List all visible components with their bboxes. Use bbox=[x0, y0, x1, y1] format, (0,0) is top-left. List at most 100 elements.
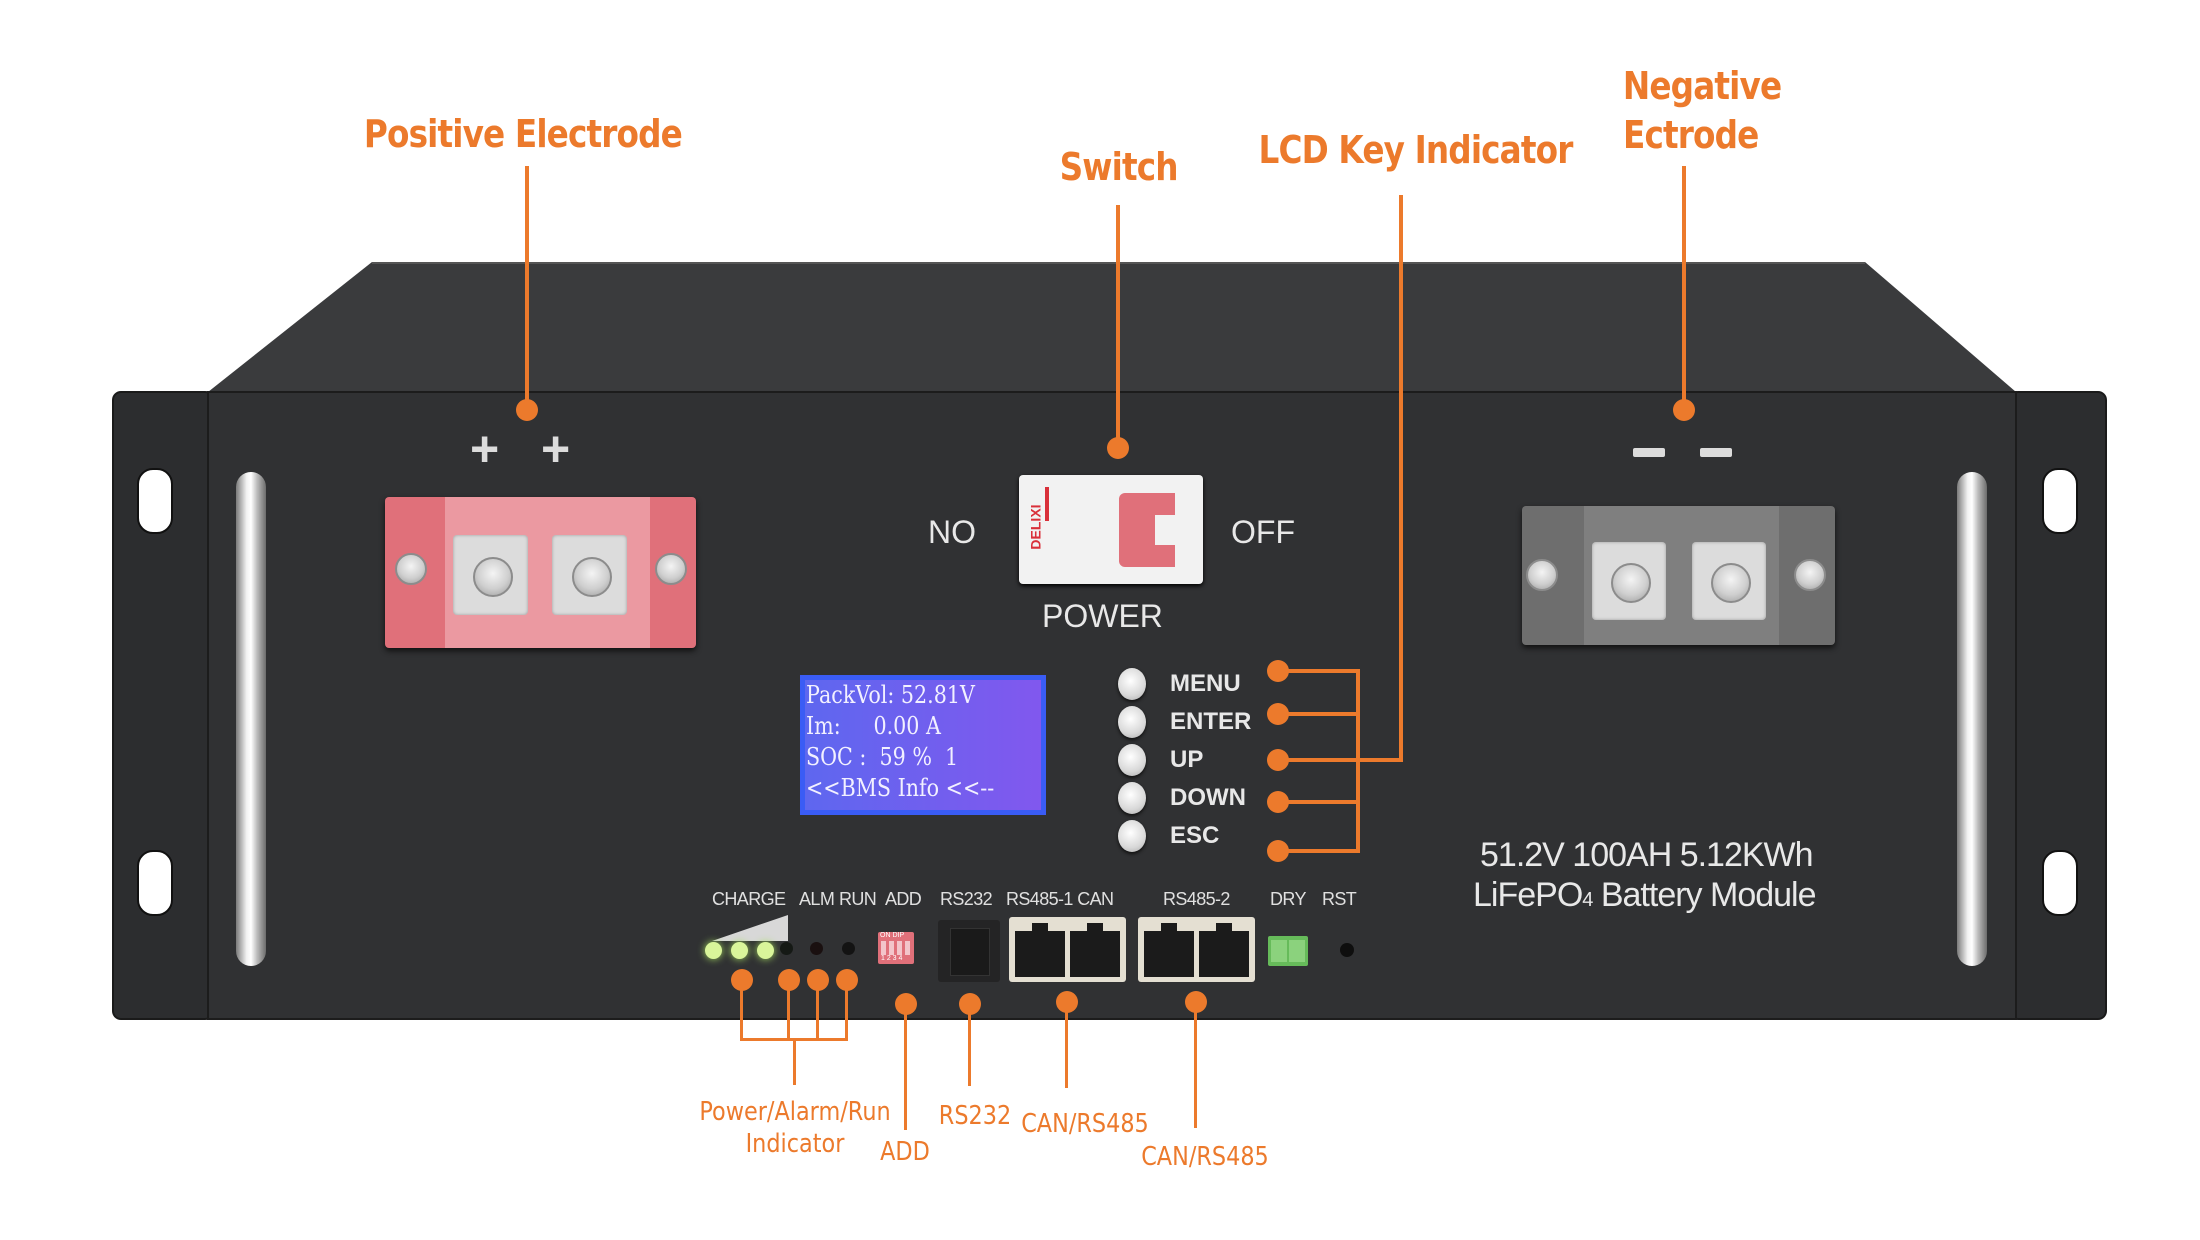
spec-module: Battery Module bbox=[1592, 876, 1817, 914]
positive-terminal[interactable] bbox=[385, 497, 696, 648]
bolt-icon bbox=[572, 557, 612, 597]
callout-line bbox=[1278, 712, 1360, 716]
callout-dot bbox=[1267, 791, 1289, 813]
callout-negative-line1: Negative bbox=[1622, 64, 1782, 108]
rj45-port-icon[interactable] bbox=[1199, 923, 1249, 977]
rs232-port[interactable] bbox=[938, 920, 1000, 982]
charge-led bbox=[705, 942, 722, 959]
mount-slot-icon bbox=[137, 850, 173, 916]
negative-terminal[interactable] bbox=[1522, 506, 1835, 645]
callout-dot bbox=[1267, 840, 1289, 862]
callout-line bbox=[1278, 800, 1360, 804]
bolt-icon bbox=[395, 553, 427, 585]
callout-line bbox=[1278, 758, 1360, 762]
bolt-icon bbox=[1611, 563, 1651, 603]
esc-key[interactable] bbox=[1118, 820, 1146, 852]
charge-led-off bbox=[780, 942, 793, 955]
bolt-icon bbox=[655, 553, 687, 585]
callout-line bbox=[793, 1038, 796, 1085]
positive-symbol: + bbox=[470, 421, 500, 477]
callout-dot bbox=[516, 399, 538, 421]
callout-dot bbox=[1267, 703, 1289, 725]
callout-line bbox=[1278, 849, 1360, 853]
rst-label: RST bbox=[1322, 889, 1357, 909]
run-led bbox=[842, 942, 855, 955]
callout-indicator: Power/Alarm/Run Indicator bbox=[679, 1096, 911, 1160]
mount-slot-icon bbox=[2042, 468, 2078, 534]
callout-dot bbox=[1267, 660, 1289, 682]
callout-line bbox=[1399, 195, 1403, 760]
callout-line bbox=[1278, 669, 1360, 673]
chassis-lid bbox=[208, 262, 2016, 392]
switch-power-label: POWER bbox=[1042, 598, 1163, 634]
reset-button[interactable] bbox=[1340, 943, 1354, 957]
enter-key[interactable] bbox=[1118, 706, 1146, 738]
charge-led bbox=[757, 942, 774, 959]
menu-key[interactable] bbox=[1118, 668, 1146, 700]
rs485-2-label: RS485-2 bbox=[1163, 889, 1230, 909]
negative-symbol bbox=[1633, 448, 1665, 457]
callout-line bbox=[968, 1004, 971, 1086]
callout-line bbox=[525, 166, 529, 410]
callout-line bbox=[740, 980, 743, 1040]
bolt-icon bbox=[1711, 563, 1751, 603]
lcd-line: <<BMS Info <<-- bbox=[806, 774, 995, 802]
callout-line bbox=[1682, 166, 1686, 410]
callout-can-rs485-1: CAN/RS485 bbox=[1021, 1109, 1149, 1139]
up-key-label: UP bbox=[1170, 746, 1204, 773]
lcd-display: PackVol: 52.81V Im: 0.00 A SOC : 59 % 1 … bbox=[800, 675, 1046, 815]
dry-label: DRY bbox=[1270, 889, 1306, 909]
switch-on-label: NO bbox=[928, 514, 976, 550]
add-dip-switch[interactable]: ON DIP 1 2 3 4 bbox=[878, 932, 914, 964]
rj45-port-icon[interactable] bbox=[1015, 923, 1065, 977]
bolt-icon bbox=[1794, 559, 1826, 591]
dip-number-labels: 1 2 3 4 bbox=[881, 955, 903, 962]
mount-slot-icon bbox=[2042, 850, 2078, 916]
callout-dot bbox=[1673, 399, 1695, 421]
rs485-1-can-ports[interactable] bbox=[1009, 917, 1126, 982]
handle-left[interactable] bbox=[236, 472, 266, 966]
run-label: RUN bbox=[839, 889, 877, 909]
callout-lcd-key-indicator: LCD Key Indicator bbox=[1258, 128, 1574, 172]
callout-line bbox=[1358, 758, 1403, 762]
enter-key-label: ENTER bbox=[1170, 708, 1252, 735]
callout-dot bbox=[1107, 437, 1129, 459]
esc-key-label: ESC bbox=[1170, 822, 1220, 849]
callout-switch: Switch bbox=[1059, 145, 1179, 189]
callout-bus bbox=[1356, 671, 1360, 853]
up-key[interactable] bbox=[1118, 744, 1146, 776]
add-label: ADD bbox=[885, 889, 922, 909]
rj45-port-icon[interactable] bbox=[1070, 923, 1120, 977]
callout-negative-line2: Ectrode bbox=[1623, 113, 1759, 157]
callout-line bbox=[1065, 1002, 1068, 1088]
switch-brand: DELIXI bbox=[1027, 504, 1044, 550]
power-switch[interactable]: DELIXI bbox=[1019, 475, 1203, 584]
callout-positive-electrode: Positive Electrode bbox=[363, 112, 683, 156]
negative-symbol bbox=[1700, 448, 1732, 457]
spec-line-1: 51.2V 100AH 5.12KWh bbox=[1480, 836, 1814, 874]
callout-line bbox=[1116, 205, 1120, 448]
spec-chem-sub: 4 bbox=[1582, 889, 1593, 911]
down-key[interactable] bbox=[1118, 782, 1146, 814]
lcd-line: PackVol: 52.81V bbox=[806, 681, 975, 709]
callout-indicator-line2: Indicator bbox=[745, 1129, 845, 1159]
rs232-label: RS232 bbox=[940, 889, 993, 909]
dry-contact-terminal[interactable] bbox=[1268, 936, 1308, 966]
callout-dot bbox=[1267, 749, 1289, 771]
charge-level-icon bbox=[712, 915, 788, 941]
callout-line bbox=[904, 1004, 907, 1130]
handle-right[interactable] bbox=[1957, 472, 1987, 966]
callout-rs232: RS232 bbox=[938, 1101, 1012, 1131]
callout-line bbox=[845, 980, 848, 1040]
rj45-port-icon[interactable] bbox=[1144, 923, 1194, 977]
bolt-icon bbox=[473, 557, 513, 597]
callout-indicator-line1: Power/Alarm/Run bbox=[699, 1097, 891, 1127]
down-key-label: DOWN bbox=[1170, 784, 1246, 811]
mount-slot-icon bbox=[137, 468, 173, 534]
spec-chem: LiFePO bbox=[1473, 876, 1583, 914]
rs485-2-ports[interactable] bbox=[1138, 917, 1255, 982]
dip-on-label: ON DIP bbox=[880, 932, 905, 939]
callout-add: ADD bbox=[880, 1137, 930, 1167]
lcd-line: SOC : 59 % 1 bbox=[806, 743, 959, 771]
alm-led bbox=[810, 942, 823, 955]
